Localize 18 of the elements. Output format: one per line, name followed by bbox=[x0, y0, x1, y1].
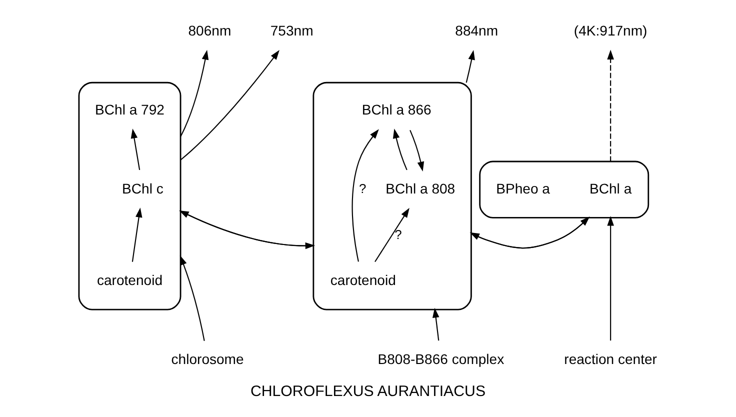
node-text: 884nm bbox=[455, 22, 498, 39]
node-text: BChl a 808 bbox=[386, 180, 456, 196]
node-text: reaction center bbox=[564, 350, 657, 367]
node-text: (4K:917nm) bbox=[574, 22, 648, 39]
node-text: BChl c bbox=[122, 180, 164, 196]
node-text: chlorosome bbox=[171, 350, 244, 367]
caption: CHLOROFLEXUS AURANTIACUS bbox=[250, 383, 486, 400]
edge-label: ? bbox=[394, 226, 402, 242]
node-text: B808-B866 complex bbox=[378, 350, 504, 367]
edge-label: ? bbox=[358, 180, 366, 196]
node-text: 806nm bbox=[188, 22, 232, 39]
node-text: BChl a bbox=[590, 180, 632, 196]
node-text: BChl a 866 bbox=[362, 101, 432, 118]
node-text: carotenoid bbox=[330, 272, 396, 288]
node-text: BChl a 792 bbox=[95, 101, 164, 118]
node-text: carotenoid bbox=[96, 272, 163, 288]
node-text: 753nm bbox=[270, 22, 314, 39]
node-text: BPheo a bbox=[496, 180, 550, 196]
